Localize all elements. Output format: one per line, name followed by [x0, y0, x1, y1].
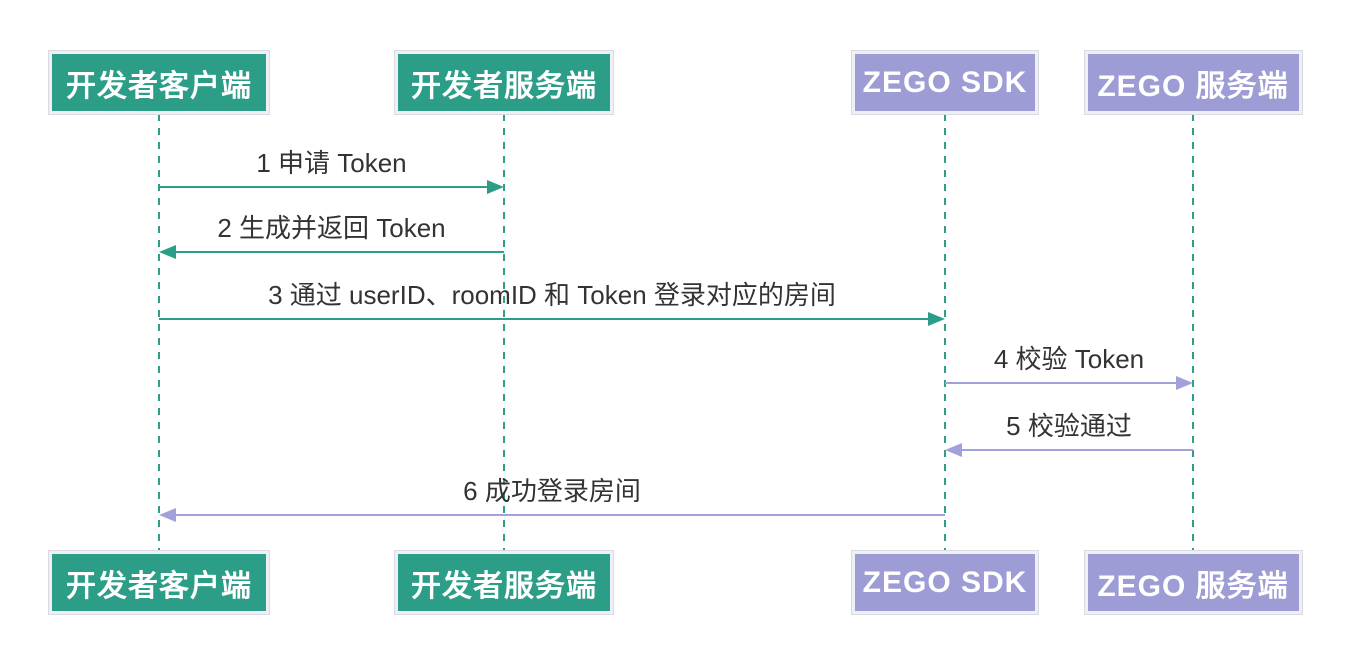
- actor-label-dev-server: 开发者服务端: [411, 69, 597, 103]
- message-label-3: 3 通过 userID、roomID 和 Token 登录对应的房间: [268, 280, 836, 310]
- actor-box-top-dev-server: 开发者服务端: [394, 50, 614, 115]
- actor-box-bottom-dev-client: 开发者客户端: [48, 550, 270, 615]
- message-line-1: [159, 186, 490, 188]
- lifeline-zego-server: [1192, 114, 1194, 551]
- actor-label-zego-server: ZEGO 服务端: [1097, 569, 1289, 603]
- actor-box-top-zego-server: ZEGO 服务端: [1083, 50, 1303, 115]
- message-label-2: 2 生成并返回 Token: [217, 213, 446, 243]
- lifeline-zego-sdk: [944, 114, 946, 551]
- actor-box-bottom-dev-server: 开发者服务端: [394, 550, 614, 615]
- arrowhead-4: [1176, 376, 1193, 390]
- message-label-5: 5 校验通过: [1006, 411, 1132, 441]
- message-label-6: 6 成功登录房间: [463, 476, 641, 506]
- arrowhead-6: [159, 508, 176, 522]
- actor-label-zego-sdk: ZEGO SDK: [862, 65, 1028, 99]
- actor-label-dev-server: 开发者服务端: [411, 569, 597, 603]
- actor-label-zego-server: ZEGO 服务端: [1097, 69, 1289, 103]
- actor-box-bottom-zego-server: ZEGO 服务端: [1083, 550, 1303, 615]
- arrowhead-1: [487, 180, 504, 194]
- actor-box-top-dev-client: 开发者客户端: [48, 50, 270, 115]
- actor-label-dev-client: 开发者客户端: [66, 69, 252, 103]
- actor-label-zego-sdk: ZEGO SDK: [862, 565, 1028, 599]
- arrowhead-2: [159, 245, 176, 259]
- actor-box-top-zego-sdk: ZEGO SDK: [851, 50, 1039, 115]
- arrowhead-5: [945, 443, 962, 457]
- message-line-2: [173, 251, 504, 253]
- message-line-5: [959, 449, 1193, 451]
- lifeline-dev-client: [158, 114, 160, 551]
- lifeline-dev-server: [503, 114, 505, 551]
- arrowhead-3: [928, 312, 945, 326]
- message-line-6: [173, 514, 945, 516]
- message-label-1: 1 申请 Token: [256, 148, 407, 178]
- actor-label-dev-client: 开发者客户端: [66, 569, 252, 603]
- actor-box-bottom-zego-sdk: ZEGO SDK: [851, 550, 1039, 615]
- message-line-3: [159, 318, 931, 320]
- message-label-4: 4 校验 Token: [993, 344, 1145, 374]
- message-line-4: [945, 382, 1179, 384]
